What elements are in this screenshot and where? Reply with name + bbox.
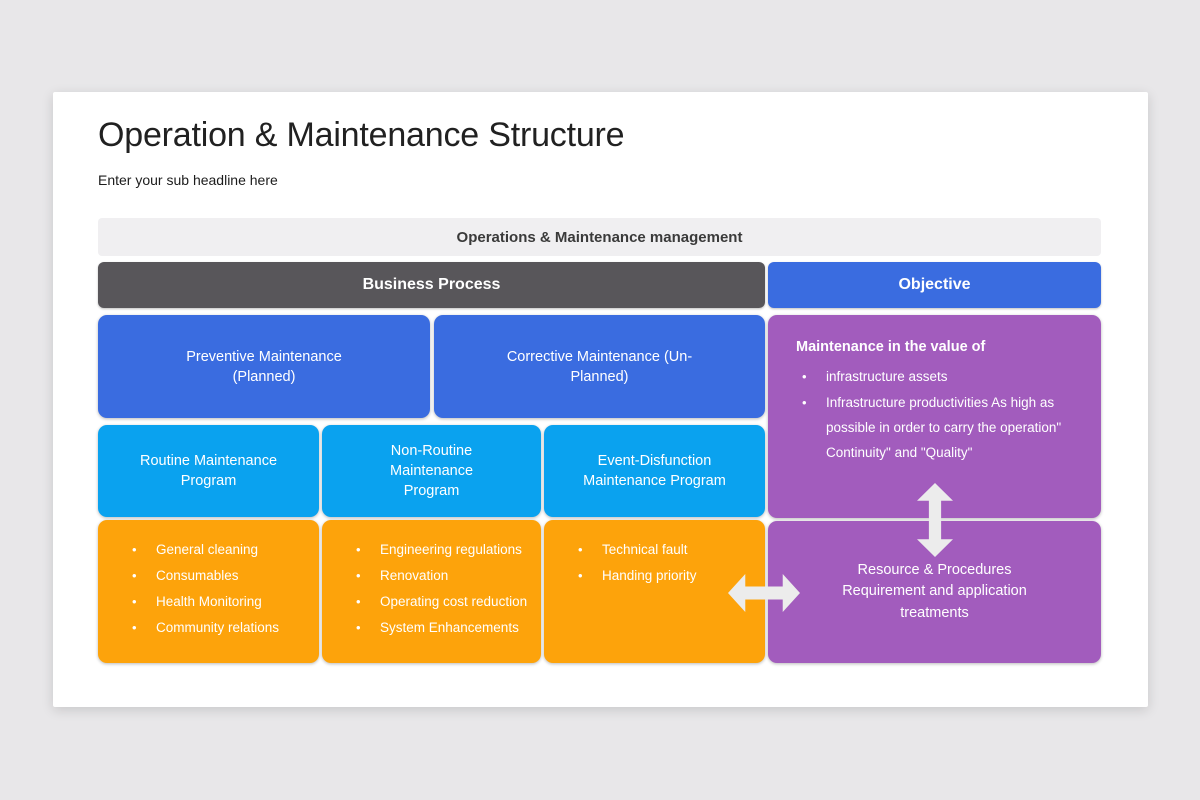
list-item: Operating cost reduction [354,594,531,609]
event-items-box: Technical fault Handing priority [544,520,765,663]
preventive-maintenance-label: Preventive Maintenance (Planned) [186,348,342,385]
event-disfunction-program-box: Event-Disfunction Maintenance Program [544,425,765,517]
objective-label: Objective [898,276,971,293]
slide-canvas: Operation & Maintenance Structure Enter … [53,92,1148,707]
page-title: Operation & Maintenance Structure [98,116,625,154]
objective-bar: Objective [768,262,1101,308]
management-header-label: Operations & Maintenance management [456,228,743,246]
page-subtitle: Enter your sub headline here [98,172,278,188]
routine-items-box: General cleaning Consumables Health Moni… [98,520,319,663]
event-items-list: Technical fault Handing priority [544,520,765,583]
list-item: Infrastructure productivities As high as… [800,391,1087,466]
list-item: Handing priority [576,568,755,583]
list-item: General cleaning [130,542,309,557]
list-item: Community relations [130,620,309,635]
non-routine-items-box: Engineering regulations Renovation Opera… [322,520,541,663]
list-item: Technical fault [576,542,755,557]
list-item: Consumables [130,568,309,583]
list-item: Engineering regulations [354,542,531,557]
routine-items-list: General cleaning Consumables Health Moni… [98,520,319,635]
corrective-maintenance-box: Corrective Maintenance (Un-Planned) [434,315,765,418]
non-routine-items-list: Engineering regulations Renovation Opera… [322,520,541,635]
routine-program-label: Routine Maintenance Program [139,453,278,489]
resource-procedures-label: Resource & Procedures Requirement and ap… [842,562,1027,621]
business-process-bar: Business Process [98,262,765,308]
maintenance-value-list: infrastructure assets Infrastructure pro… [768,355,1101,466]
management-header-bar: Operations & Maintenance management [98,218,1101,256]
routine-program-box: Routine Maintenance Program [98,425,319,517]
list-item: System Enhancements [354,620,531,635]
list-item: Health Monitoring [130,594,309,609]
preventive-maintenance-box: Preventive Maintenance (Planned) [98,315,430,418]
maintenance-value-heading: Maintenance in the value of [796,339,986,355]
corrective-maintenance-label: Corrective Maintenance (Un-Planned) [506,348,693,385]
list-item: Renovation [354,568,531,583]
event-disfunction-program-label: Event-Disfunction Maintenance Program [583,453,726,489]
non-routine-program-box: Non-Routine Maintenance Program [322,425,541,517]
list-item: infrastructure assets [800,365,1087,390]
non-routine-program-label: Non-Routine Maintenance Program [389,443,474,499]
business-process-label: Business Process [362,276,501,293]
